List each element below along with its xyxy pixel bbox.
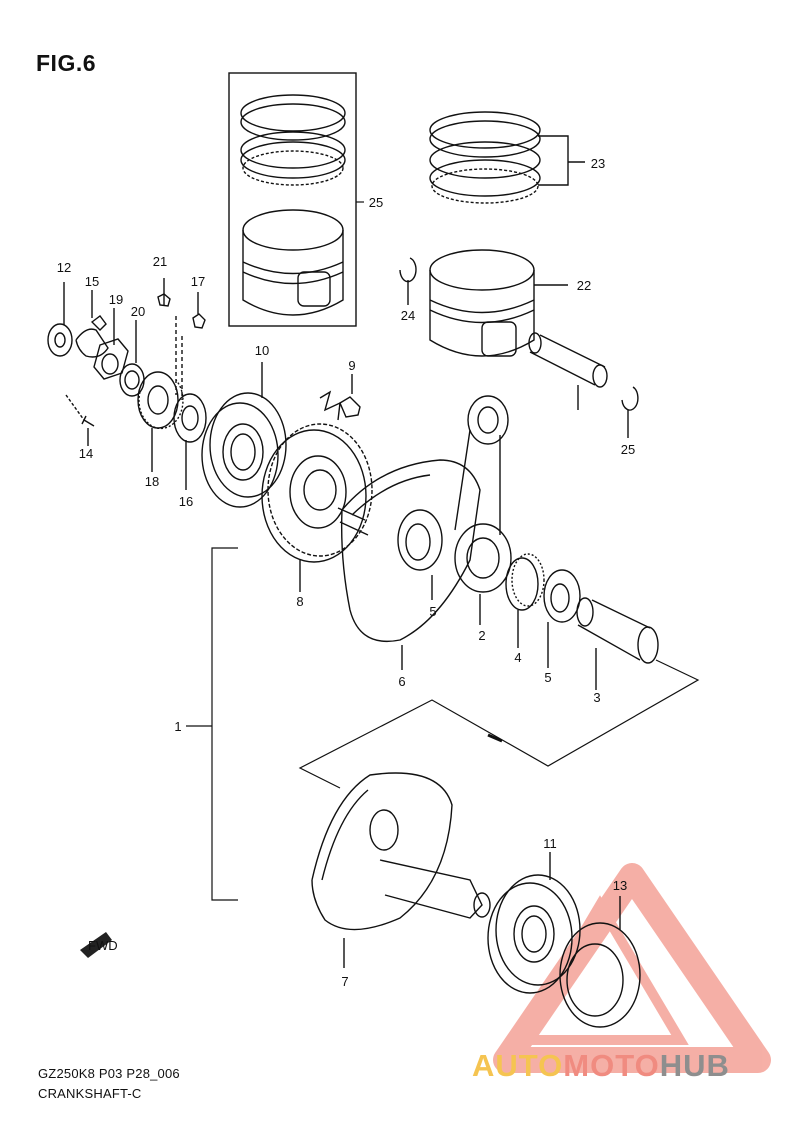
key [339, 374, 361, 418]
fwd-label: FWD [88, 938, 118, 953]
callout-18: 18 [145, 474, 159, 489]
watermark: AUTOMOTOHUB [472, 1048, 730, 1084]
callout-24: 24 [401, 308, 415, 323]
callout-14: 14 [79, 446, 93, 461]
primary-gear [261, 390, 373, 592]
fwd-arrow-icon: FWD [80, 932, 118, 958]
callout-1: 1 [174, 719, 181, 734]
callout-12: 12 [57, 260, 71, 275]
callout-11: 11 [543, 836, 557, 851]
figure-code: GZ250K8 P03 P28_006 [38, 1066, 180, 1081]
callout-7: 7 [341, 974, 348, 989]
watermark-part-hub: HUB [659, 1048, 730, 1083]
piston [429, 249, 568, 357]
callout-23: 23 [591, 156, 605, 171]
callout-3: 3 [593, 690, 600, 705]
callout-6: 6 [398, 674, 405, 689]
bearing-right [487, 852, 581, 994]
callout-19: 19 [109, 292, 123, 307]
piston-pin [528, 332, 608, 410]
crank-web-left [311, 772, 491, 968]
callout-4: 4 [514, 650, 521, 665]
callout-21: 21 [153, 254, 167, 269]
callout-13: 13 [613, 878, 627, 893]
figure-name: CRANKSHAFT-C [38, 1086, 142, 1101]
callout-10: 10 [255, 343, 269, 358]
callout-9: 9 [348, 358, 355, 373]
callout-5: 5 [429, 604, 436, 619]
watermark-triangle-icon [493, 863, 771, 1073]
callout-15: 15 [85, 274, 99, 289]
callout-16: 16 [179, 494, 193, 509]
callout-20: 20 [131, 304, 145, 319]
crank-web-right [337, 459, 481, 670]
callout-8: 8 [296, 594, 303, 609]
circlip [399, 257, 639, 438]
oil-seal [559, 896, 641, 1028]
callout-2: 2 [478, 628, 485, 643]
callout-5: 5 [544, 670, 551, 685]
crank-pin-parts [505, 553, 659, 690]
piston-set-box [228, 72, 357, 327]
callout-25: 25 [621, 442, 635, 457]
watermark-part-auto: AUTO [472, 1048, 564, 1083]
piston-ring-set [429, 111, 585, 204]
callout-22: 22 [577, 278, 591, 293]
small-parts [47, 278, 207, 490]
bearing-left [201, 362, 287, 508]
figure-title: FIG.6 [36, 50, 97, 76]
connecting-rod [454, 395, 512, 625]
watermark-part-moto: MOTO [563, 1048, 660, 1083]
assembly-outline [186, 547, 700, 901]
callout-labels: 1234556789101112131415161718192021222324… [57, 156, 635, 989]
callout-17: 17 [191, 274, 205, 289]
callout-25: 25 [369, 195, 383, 210]
